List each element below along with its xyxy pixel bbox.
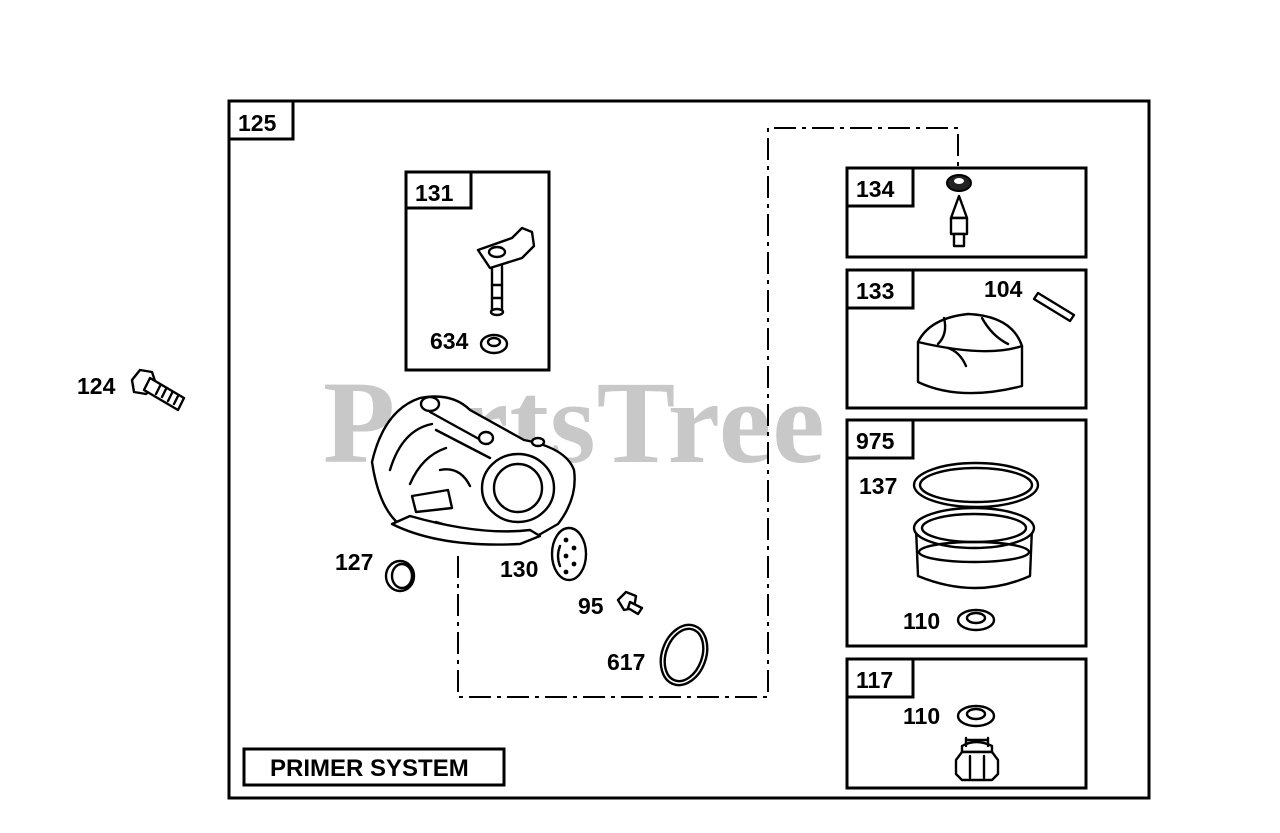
kit-117-number-box <box>845 657 915 699</box>
washer-110b-icon <box>956 704 996 728</box>
kit-133-frame <box>845 268 1088 410</box>
pin-104-icon <box>1032 291 1076 323</box>
part-label-110-bowl[interactable]: 110 <box>903 608 940 634</box>
float-bowl-icon <box>912 506 1036 590</box>
screw-95-icon <box>616 590 644 616</box>
assembly-number-box <box>227 99 295 141</box>
carburetor-body-icon <box>370 395 576 546</box>
kit-117-number: 117 <box>856 667 893 693</box>
kit-133-number-box <box>845 268 915 310</box>
kit-131[interactable]: 131 634 <box>404 170 551 372</box>
choke-shaft-icon <box>476 226 536 317</box>
kit-131-frame <box>404 170 551 372</box>
kit-131-number-box <box>404 170 473 210</box>
kit-134-frame <box>845 166 1088 259</box>
kit-134-number: 134 <box>856 176 895 202</box>
kit-131-number: 131 <box>415 180 454 206</box>
part-label-104[interactable]: 104 <box>984 276 1023 302</box>
part-label-95[interactable]: 95 <box>578 593 604 619</box>
kit-975[interactable]: 975 137 110 <box>845 418 1088 648</box>
inlet-seat-icon <box>946 174 972 192</box>
assembly-title: PRIMER SYSTEM <box>270 755 469 782</box>
washer-634-icon <box>479 333 509 355</box>
title-box <box>242 747 506 787</box>
part-label-124[interactable]: 124 <box>77 373 116 399</box>
part-label-110-nut[interactable]: 110 <box>903 703 940 729</box>
part-label-127[interactable]: 127 <box>335 549 373 575</box>
kit-975-number: 975 <box>856 428 895 454</box>
washer-110-icon <box>956 608 996 632</box>
part-label-137[interactable]: 137 <box>859 473 897 499</box>
plug-127-icon <box>384 559 416 593</box>
part-label-634[interactable]: 634 <box>430 328 469 354</box>
kit-134-number-box <box>845 166 915 208</box>
kit-133[interactable]: 133 104 <box>845 268 1088 410</box>
kit-133-number: 133 <box>856 278 894 304</box>
kit-134[interactable]: 134 <box>845 166 1088 259</box>
bowl-nut-icon <box>954 736 1000 782</box>
kit-117-frame <box>845 657 1088 790</box>
part-label-130[interactable]: 130 <box>500 556 538 582</box>
kit-117[interactable]: 117 110 <box>845 657 1088 790</box>
diaphragm-130-icon <box>550 526 588 582</box>
assembly-number: 125 <box>238 110 277 136</box>
gasket-ring-icon <box>912 461 1040 509</box>
kit-975-frame <box>845 418 1088 648</box>
o-ring-617-icon <box>659 623 709 687</box>
part-label-617[interactable]: 617 <box>607 649 645 675</box>
float-icon <box>916 312 1024 395</box>
kit-975-number-box <box>845 418 915 460</box>
needle-valve-icon <box>949 194 969 248</box>
callout-path <box>457 127 959 698</box>
assembly-frame <box>227 99 1151 800</box>
bolt-124-icon <box>130 368 186 412</box>
